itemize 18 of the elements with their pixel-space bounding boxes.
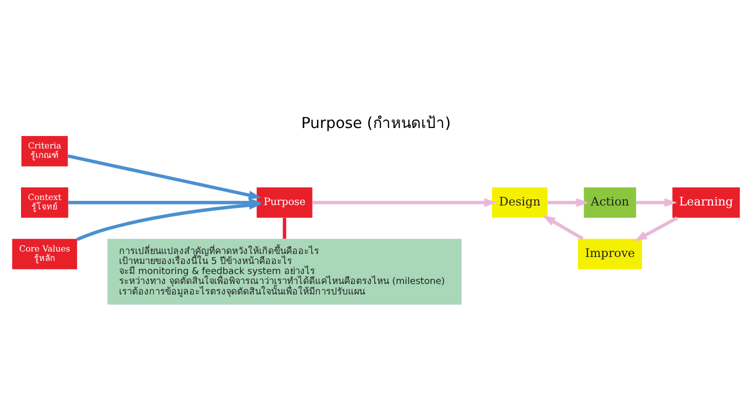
node-box: Improve	[578, 238, 642, 270]
node-box: Learning	[672, 187, 740, 218]
node-box: การเปลี่ยนแปลงสำคัญที่คาดหวังให้เกิดขึ้นคืออะไร เป้าหมายของเรื่องนี้ใน 5 ปีข้างหน้าคืออะไร จะมี monitoring & feedback system อย่างไร ระหว่างทาง จุดตัดสินใจเพื่อพิจารณาว่าเราทำได้ดีแค่ไหนคือตรงไหน (milestone) เราต้องการข้อมูลอะไรตรงจุดตัดสินใจนั้นเพื่อให้มีการปรับแผน	[107, 238, 462, 305]
arrow	[634, 216, 678, 242]
node-box: Design	[492, 187, 548, 218]
node-box: Criteria รู้เกณฑ์	[21, 136, 68, 166]
connector	[282, 218, 286, 239]
node-box: Context รู้โจทย์	[21, 187, 68, 218]
arrow	[542, 215, 584, 240]
node-box: Core Values รู้หลัก	[12, 238, 78, 270]
arrow	[636, 198, 678, 208]
arrow	[68, 154, 262, 200]
arrow	[312, 198, 497, 208]
arrow	[76, 200, 262, 241]
arrow	[548, 198, 589, 208]
node-box: Action	[584, 187, 636, 218]
diagram-title: Purpose (กำหนดเป้า)	[301, 114, 451, 132]
node-box: Purpose	[256, 187, 312, 218]
